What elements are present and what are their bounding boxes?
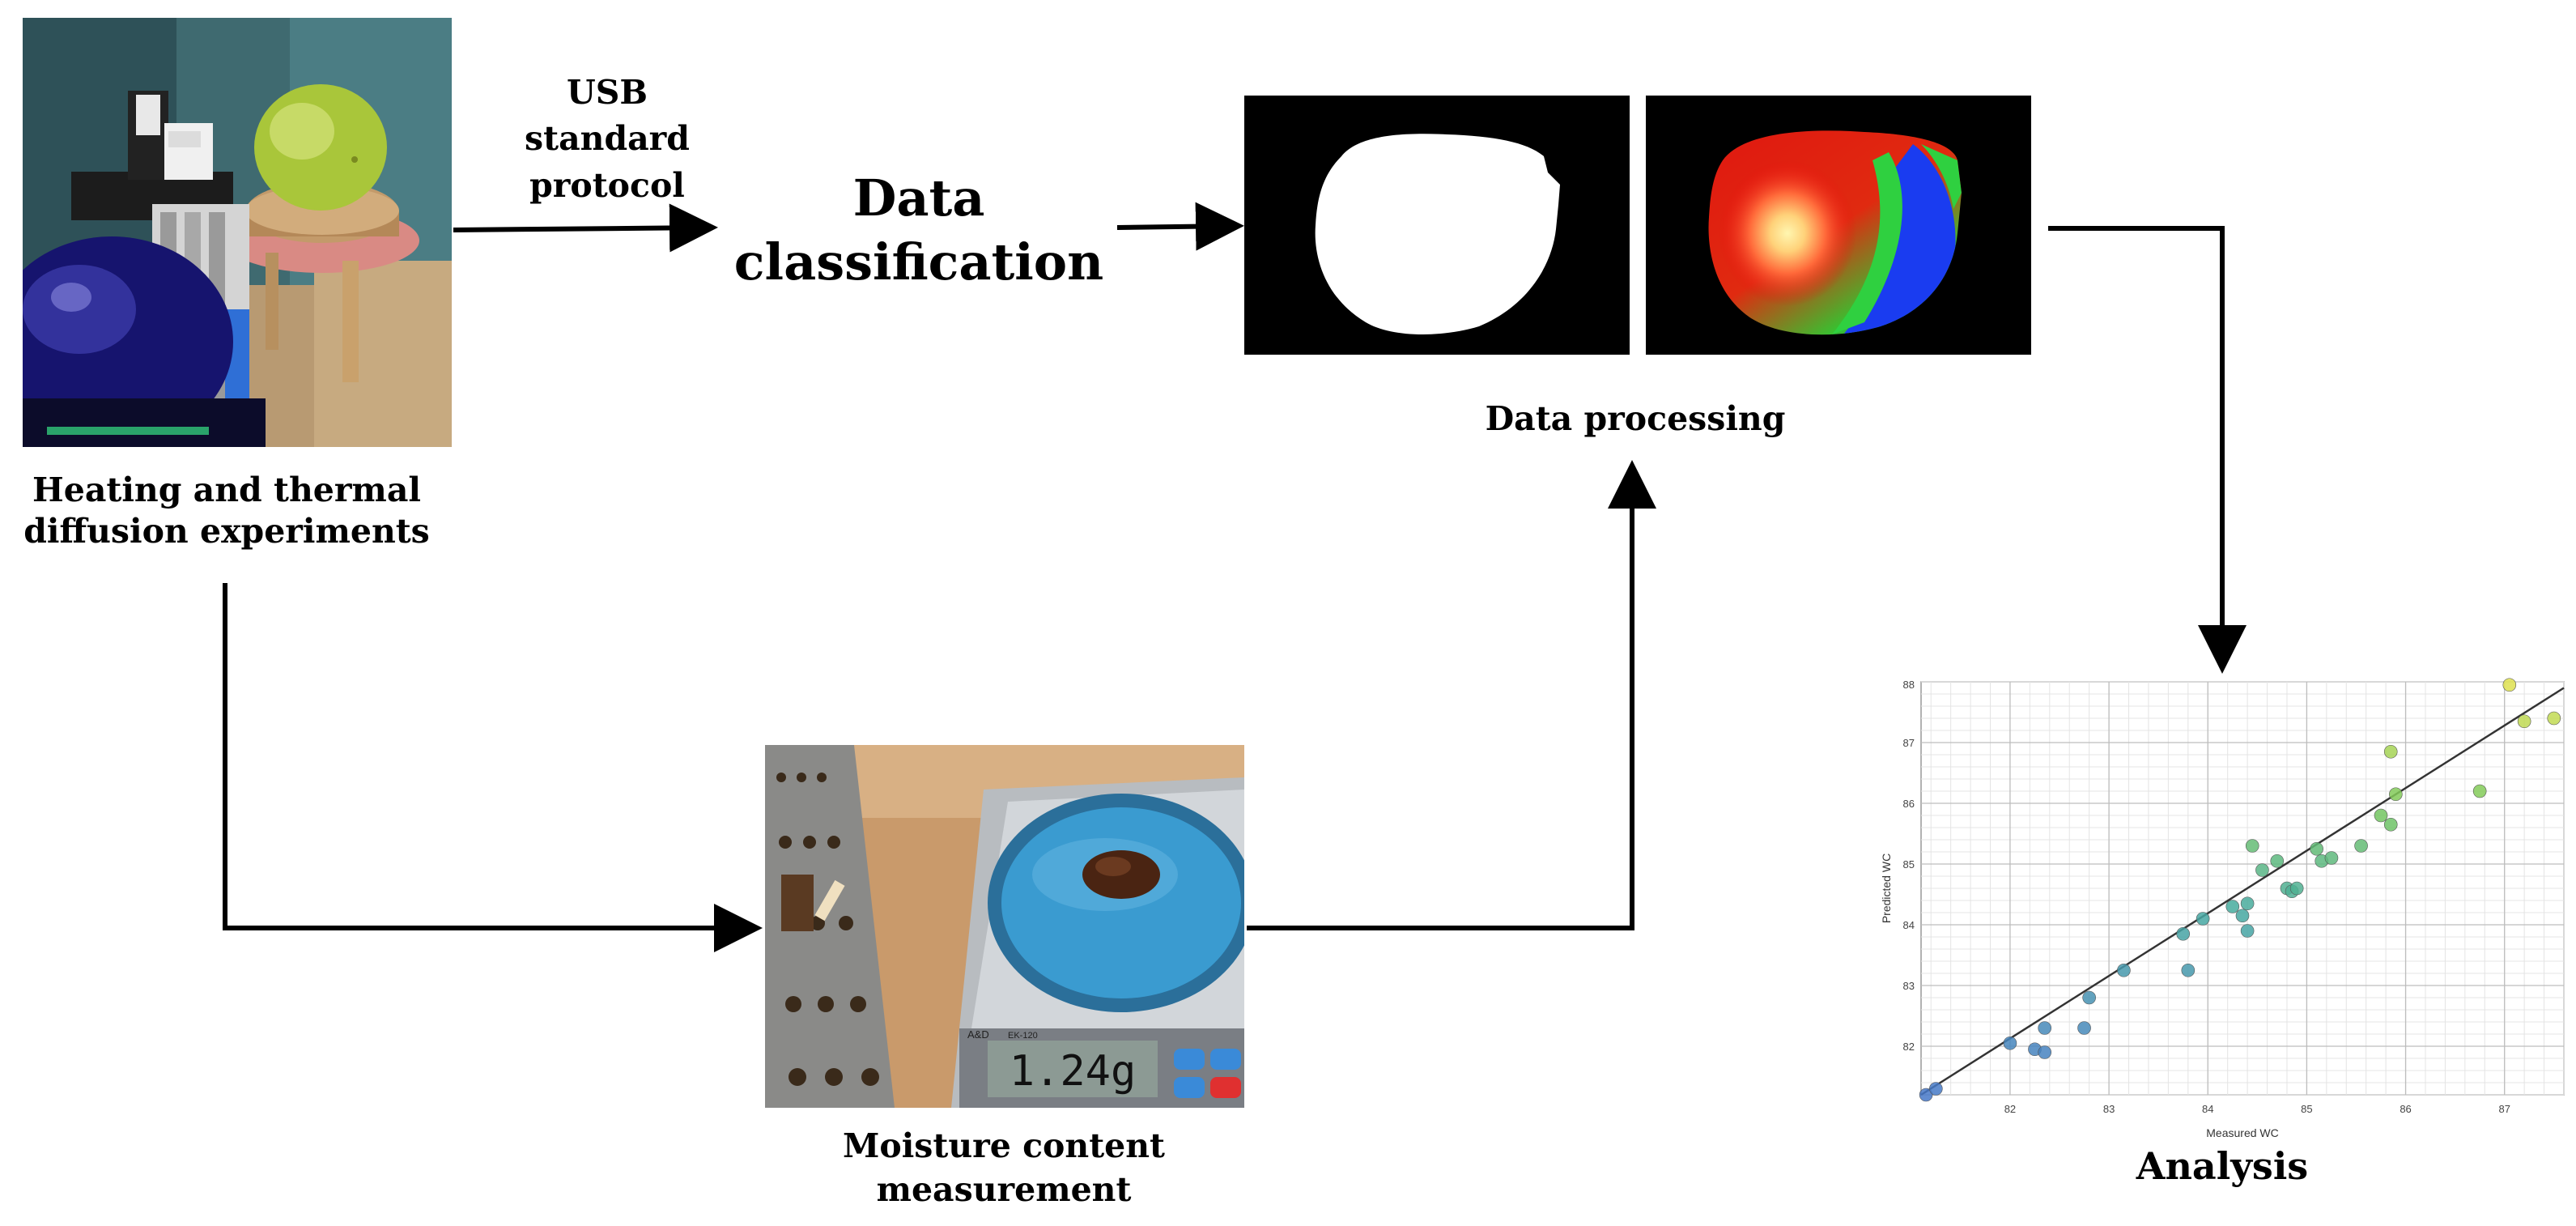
analysis-label: Analysis — [2136, 1144, 2309, 1188]
x-tick-label: 83 — [2103, 1103, 2115, 1115]
usb-protocol-label: USB standard protocol — [502, 70, 712, 209]
usb-label-line3: protocol — [529, 165, 685, 205]
classification-label-line1: Data — [852, 168, 985, 228]
heating-label-line1: Heating and thermal — [32, 470, 421, 509]
data-processing-label: Data processing — [1485, 399, 1786, 438]
data-point — [2374, 808, 2388, 823]
data-point — [2038, 1021, 2051, 1035]
thermal-heatmap-image — [1646, 96, 2031, 355]
data-point — [2117, 963, 2131, 977]
usb-label-line2: standard — [525, 119, 690, 159]
data-point — [2389, 787, 2403, 802]
data-point — [2517, 714, 2531, 729]
data-point — [2270, 854, 2285, 868]
x-tick-label: 84 — [2202, 1103, 2213, 1115]
y-tick-label-top: 88 — [1903, 679, 1915, 691]
moisture-label: Moisture content measurement — [801, 1124, 1206, 1211]
data-point — [2181, 963, 2196, 977]
y-tick-label: 86 — [1903, 798, 1915, 810]
x-tick-label: 85 — [2301, 1103, 2312, 1115]
data-classification-label: Data classification — [712, 166, 1125, 295]
y-tick-label: 84 — [1903, 919, 1915, 931]
y-tick-label: 82 — [1903, 1041, 1915, 1053]
usb-label-line1: USB — [566, 73, 648, 112]
data-point — [2235, 909, 2250, 923]
data-point — [2547, 711, 2561, 726]
data-point — [2383, 817, 2398, 832]
x-tick-label: 87 — [2498, 1103, 2510, 1115]
y-tick-label: 87 — [1903, 737, 1915, 749]
data-point — [2082, 990, 2096, 1005]
classification-label-line2: classification — [733, 232, 1104, 292]
data-point — [2225, 900, 2240, 913]
moisture-label-line2: measurement — [876, 1170, 1132, 1210]
x-axis-label: Measured WC — [2206, 1126, 2278, 1139]
y-axis-label: Predicted WC — [1880, 854, 1893, 923]
arrow-processing-to-analysis — [2048, 226, 2247, 674]
data-point — [2383, 744, 2398, 759]
data-point — [2310, 841, 2323, 856]
data-point — [2038, 1045, 2051, 1059]
data-point — [2077, 1021, 2091, 1035]
data-point — [2245, 839, 2259, 853]
data-point — [2324, 851, 2339, 865]
regression-line — [1920, 687, 2565, 1096]
data-point — [2289, 881, 2304, 896]
x-tick-label: 82 — [2004, 1103, 2016, 1115]
x-tick-label: 86 — [2400, 1103, 2411, 1115]
moisture-label-line1: Moisture content — [843, 1126, 1165, 1165]
data-point — [2196, 912, 2210, 926]
scale-model: EK-120 — [1008, 1031, 1038, 1041]
data-point — [2472, 784, 2487, 798]
arrow-moisture-to-processing — [1247, 460, 1656, 930]
binary-mask-image — [1244, 96, 1630, 355]
moisture-scale-photo: A&D EK-120 1.24g — [765, 745, 1244, 1108]
data-point — [2255, 863, 2269, 877]
data-point — [2354, 839, 2368, 853]
data-point — [1919, 1088, 1933, 1102]
scale-brand: A&D — [967, 1028, 989, 1041]
data-point — [2502, 678, 2517, 692]
data-point — [2176, 926, 2191, 941]
data-point — [1929, 1082, 1943, 1096]
heating-label-line2: diffusion experiments — [23, 512, 430, 551]
arrow-rig-to-classification — [453, 203, 718, 253]
data-point — [2003, 1036, 2017, 1050]
y-tick-label: 83 — [1903, 980, 1915, 992]
y-tick-label: 85 — [1903, 858, 1915, 871]
scale-display-reading: 1.24g — [1010, 1047, 1137, 1096]
data-point — [2240, 896, 2255, 911]
arrow-rig-to-moisture — [223, 583, 763, 952]
heating-rig-photo — [23, 18, 452, 447]
data-point — [2240, 924, 2255, 938]
heating-label: Heating and thermal diffusion experiment… — [16, 470, 437, 553]
arrow-classification-to-processing — [1116, 202, 1244, 251]
